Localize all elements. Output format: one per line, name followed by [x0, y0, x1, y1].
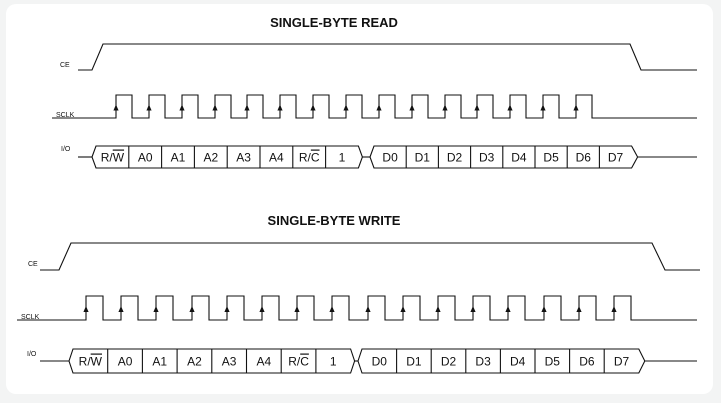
io-bit-label: A0	[138, 151, 153, 165]
io-bit-label: D2	[441, 355, 457, 369]
write-io-bus: R/W A0 A1 A2 A3 A4 R/C 1 D0 D1 D2 D3 D4 D5 D6 D7	[40, 348, 697, 374]
clock-edge-arrow	[435, 306, 441, 312]
write-title: SINGLE-BYTE WRITE	[268, 213, 401, 228]
write-io-label: I/O	[27, 351, 37, 358]
write-sclk-signal	[17, 295, 697, 321]
clock-edge-arrow	[153, 306, 159, 312]
io-bit-label: D4	[511, 151, 527, 165]
io-bit-label: D3	[479, 151, 495, 165]
clock-edge-arrow	[400, 306, 406, 312]
io-bit-label: R/C	[299, 151, 320, 165]
clock-edge-arrow	[329, 306, 335, 312]
clock-edge-arrow	[576, 306, 582, 312]
clock-edge-arrow	[310, 104, 316, 111]
io-bit-label: A3	[236, 151, 251, 165]
clock-edge-arrow	[365, 306, 371, 312]
clock-edge-arrow	[189, 306, 195, 312]
io-bit-label: 1	[339, 151, 346, 165]
clock-edge-arrow	[179, 104, 185, 111]
io-bit-label: A3	[222, 355, 237, 369]
clock-edge-arrow	[83, 306, 89, 312]
clock-edge-arrow	[113, 104, 119, 111]
io-bit-label: D0	[372, 355, 388, 369]
io-bit-label: D7	[614, 355, 630, 369]
diagram-panel	[6, 4, 713, 394]
clock-edge-arrow	[376, 104, 382, 111]
clock-edge-arrow	[573, 104, 579, 111]
clock-edge-arrow	[277, 104, 283, 111]
io-bit-label: D5	[545, 355, 561, 369]
io-bit-label: A2	[187, 355, 202, 369]
read-io-bus: R/W A0 A1 A2 A3 A4 R/C 1 D0 D1 D2 D3 D4 D5 D6 D7	[78, 145, 697, 169]
clock-edge-arrow	[541, 306, 547, 312]
write-sclk-label: SCLK	[21, 314, 40, 321]
io-bit-label: A1	[171, 151, 186, 165]
clock-edge-arrow	[470, 306, 476, 312]
io-bit-label: D6	[579, 355, 595, 369]
io-data-frame	[357, 348, 646, 374]
clock-edge-arrow	[118, 306, 124, 312]
write-ce-signal	[40, 242, 700, 271]
io-bit-label: A4	[269, 151, 284, 165]
io-bit-label: D6	[576, 151, 592, 165]
write-ce-label: CE	[28, 261, 38, 268]
io-bit-label: 1	[330, 355, 337, 369]
read-io-label: I/O	[61, 146, 71, 153]
io-bit-label: D5	[543, 151, 559, 165]
clock-edge-arrow	[474, 104, 480, 111]
clock-edge-arrow	[294, 306, 300, 312]
read-ce-label: CE	[60, 62, 70, 69]
clock-edge-arrow	[212, 104, 218, 111]
io-bit-label: A2	[203, 151, 218, 165]
io-bit-label: A0	[118, 355, 133, 369]
clock-edge-arrow	[224, 306, 230, 312]
io-bit-label: D0	[382, 151, 398, 165]
read-sclk-signal	[52, 94, 697, 119]
read-ce-signal	[78, 43, 697, 71]
io-bit-label: D3	[475, 355, 491, 369]
io-bit-label: R/C	[288, 355, 309, 369]
clock-edge-arrow	[505, 306, 511, 312]
io-bit-label: D1	[415, 151, 431, 165]
io-bit-label: D7	[608, 151, 624, 165]
io-bit-label: D1	[406, 355, 422, 369]
clock-edge-arrow	[409, 104, 415, 111]
io-bit-label: R/W	[79, 355, 103, 369]
clock-edge-arrow	[244, 104, 250, 111]
read-sclk-label: SCLK	[56, 112, 75, 119]
read-title: SINGLE-BYTE READ	[270, 15, 398, 30]
clock-edge-arrow	[507, 104, 513, 111]
io-bit-label: D2	[447, 151, 463, 165]
write-section: SINGLE-BYTE WRITE CE SCLK I/O R/W A0 A1 A2 A…	[17, 213, 700, 374]
clock-edge-arrow	[343, 104, 349, 111]
io-bit-label: R/W	[101, 151, 125, 165]
io-bit-label: A1	[152, 355, 167, 369]
clock-edge-arrow	[146, 104, 152, 111]
clock-edge-arrow	[442, 104, 448, 111]
clock-edge-arrow	[259, 306, 265, 312]
read-sclk-edges	[113, 104, 579, 111]
clock-edge-arrow	[540, 104, 546, 111]
read-section: SINGLE-BYTE READ CE SCLK I/O R/W A0 A1 A2 A3…	[52, 15, 697, 169]
write-sclk-edges	[83, 306, 617, 312]
io-bit-label: D4	[510, 355, 526, 369]
io-bit-label: A4	[257, 355, 272, 369]
io-data-frame	[369, 145, 639, 169]
clock-edge-arrow	[611, 306, 617, 312]
